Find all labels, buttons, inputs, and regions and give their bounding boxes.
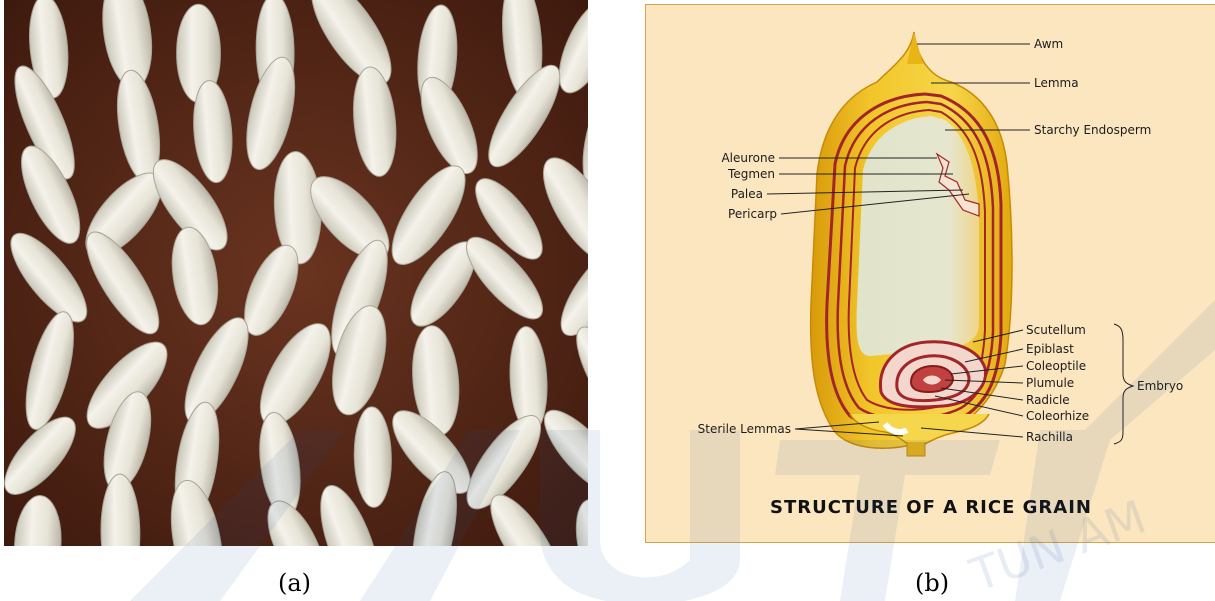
label-plumule: Plumule [1026, 376, 1074, 390]
label-awm: Awm [1034, 37, 1063, 51]
label-rachilla: Rachilla [1026, 430, 1073, 444]
starchy-endosperm-area [857, 116, 979, 356]
label-sterile-lemmas: Sterile Lemmas [698, 422, 791, 436]
rice-grains-photo [4, 0, 588, 546]
embryo-structure [880, 342, 985, 407]
caption-a: (a) [278, 569, 311, 597]
label-embryo: Embryo [1137, 379, 1183, 393]
label-starchy-endosperm: Starchy Endosperm [1034, 123, 1151, 137]
label-epiblast: Epiblast [1026, 342, 1074, 356]
label-tegmen: Tegmen [727, 167, 775, 181]
label-lemma: Lemma [1034, 76, 1079, 90]
caption-b: (b) [915, 569, 949, 597]
rice-grain-diagram: Awm Lemma Starchy Endosperm Aleurone Teg… [645, 4, 1215, 543]
rice-grains-photo-graphic [4, 0, 588, 546]
label-radicle: Radicle [1026, 393, 1070, 407]
label-coleoptile: Coleoptile [1026, 359, 1086, 373]
rachilla-base [907, 442, 925, 456]
label-aleurone: Aleurone [721, 151, 775, 165]
diagram-title: STRUCTURE OF A RICE GRAIN [770, 497, 1092, 518]
label-coleorhize: Coleorhize [1026, 409, 1089, 423]
label-scutellum: Scutellum [1026, 323, 1086, 337]
label-palea: Palea [731, 187, 763, 201]
label-pericarp: Pericarp [728, 207, 777, 221]
rice-grain-diagram-graphic: Awm Lemma Starchy Endosperm Aleurone Teg… [645, 4, 1215, 543]
